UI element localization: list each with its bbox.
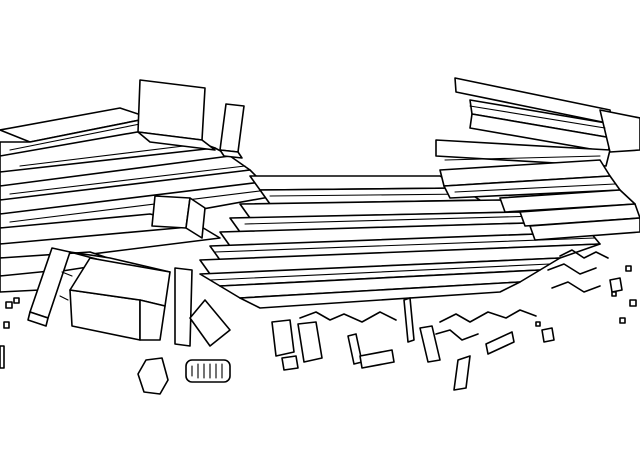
jagged-edge <box>551 281 601 293</box>
debris-piece <box>619 317 626 324</box>
slab-edge <box>214 237 596 253</box>
slab <box>529 217 640 241</box>
fragment <box>403 297 415 343</box>
slab <box>519 203 640 227</box>
slab <box>435 139 611 167</box>
fragment <box>485 331 515 355</box>
bench <box>185 359 231 383</box>
fragment <box>609 277 623 293</box>
fragment <box>453 355 471 391</box>
debris-piece <box>13 297 20 304</box>
fragment <box>359 349 395 369</box>
block <box>185 197 206 239</box>
debris-piece <box>629 299 637 307</box>
post <box>174 267 193 347</box>
jagged-edge <box>439 309 537 323</box>
block-tall <box>219 149 243 159</box>
jagged-edge <box>299 311 397 323</box>
post <box>27 311 49 327</box>
foreground-objects <box>137 357 231 395</box>
debris <box>0 265 637 369</box>
jagged-edge <box>547 263 597 275</box>
slab-edge <box>469 105 606 129</box>
debris-piece <box>5 301 13 309</box>
box-edge <box>59 295 69 301</box>
foreground-box <box>27 247 231 347</box>
slab-edge <box>9 123 141 151</box>
fragment <box>297 321 323 363</box>
debris-piece <box>3 321 10 329</box>
box-right <box>139 299 166 341</box>
block-tall <box>219 103 245 153</box>
rock <box>137 357 169 395</box>
post <box>189 299 231 347</box>
slab-edge <box>9 189 269 223</box>
slab-edge <box>269 193 471 197</box>
fragment <box>541 327 555 343</box>
left-slab-stack <box>0 107 276 293</box>
slab-edge <box>19 143 201 167</box>
debris-piece <box>535 321 541 327</box>
right-slab-stack <box>435 77 640 241</box>
slab-edge <box>209 263 551 281</box>
slab <box>239 281 521 309</box>
debris-piece <box>0 345 5 369</box>
slab-edge <box>444 155 601 161</box>
fragment <box>419 325 441 363</box>
jagged-edge <box>435 329 479 341</box>
upper-blocks <box>137 79 245 159</box>
block <box>151 195 191 229</box>
middle-blocks <box>151 195 206 239</box>
block <box>137 131 216 151</box>
jagged-edge <box>559 249 609 259</box>
ground-fragments <box>271 249 623 391</box>
slab-edge <box>454 183 616 193</box>
fragment <box>271 319 295 357</box>
box-edge <box>61 271 73 277</box>
center-slab-stack <box>199 175 601 309</box>
debris-piece <box>625 265 632 272</box>
debris-piece <box>611 291 617 297</box>
slab <box>599 109 640 153</box>
slab-edge <box>244 215 541 225</box>
fragment <box>281 355 299 371</box>
block <box>137 79 206 141</box>
slab-edge <box>9 165 246 195</box>
